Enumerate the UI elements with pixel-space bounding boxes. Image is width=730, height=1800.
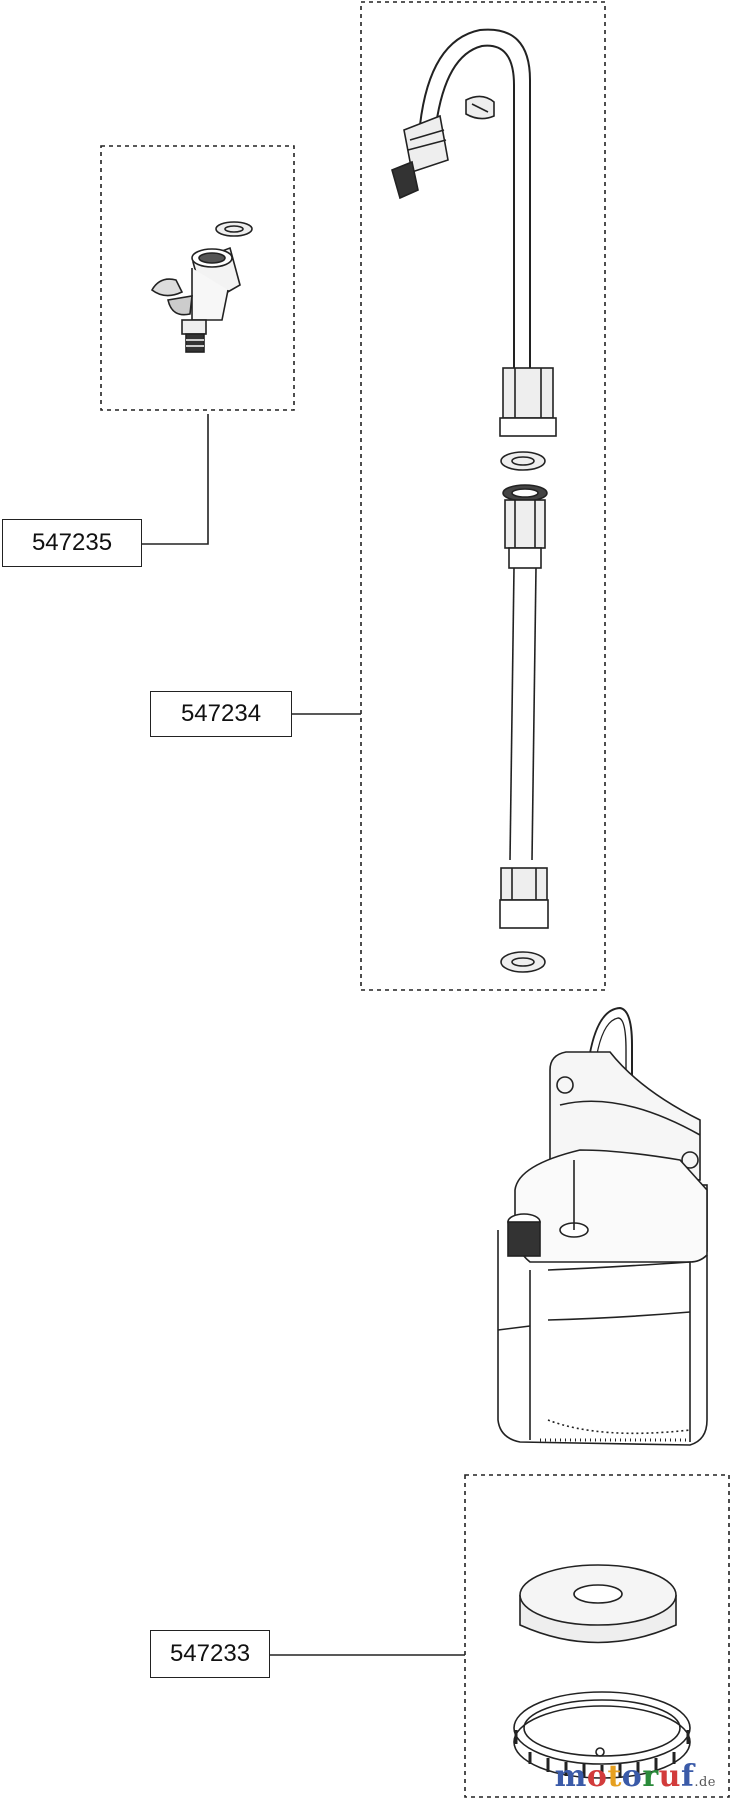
callout-547233[interactable]: 547233 bbox=[150, 1630, 270, 1678]
adapter-group-box bbox=[100, 145, 295, 411]
watermark-letter: f bbox=[680, 1759, 695, 1794]
watermark-letter: r bbox=[642, 1759, 659, 1794]
watermark-suffix: .de bbox=[694, 1775, 716, 1790]
watermark-letter: t bbox=[607, 1759, 622, 1794]
hose-nut-top-icon bbox=[499, 367, 557, 437]
hose-end-fitting-icon bbox=[391, 114, 449, 200]
curved-hose-icon bbox=[391, 28, 531, 368]
foot-disc-icon bbox=[519, 1564, 677, 1644]
watermark-letter: m bbox=[554, 1759, 587, 1794]
washer-small-icon bbox=[215, 221, 253, 237]
watermark-letter: u bbox=[658, 1759, 681, 1794]
base-group-box bbox=[464, 1474, 730, 1798]
callout-547234[interactable]: 547234 bbox=[150, 691, 292, 737]
watermark-text: motoruf bbox=[555, 1759, 695, 1794]
hose-clip-icon bbox=[465, 95, 495, 120]
washer-bottom-icon bbox=[500, 951, 546, 973]
callout-547235[interactable]: 547235 bbox=[2, 519, 142, 567]
washer-top-icon bbox=[500, 451, 546, 471]
watermark-letter: o bbox=[621, 1759, 643, 1794]
hose-group-box bbox=[360, 1, 606, 991]
watermark-logo: motoruf.de bbox=[555, 1759, 716, 1794]
pump-icon bbox=[497, 1006, 708, 1446]
strainer-ring-icon bbox=[513, 1691, 691, 1779]
tap-adapter-icon bbox=[150, 246, 241, 353]
watermark-letter: o bbox=[586, 1759, 608, 1794]
leader-line-547235 bbox=[142, 414, 209, 545]
straight-hose-icon bbox=[499, 484, 549, 929]
